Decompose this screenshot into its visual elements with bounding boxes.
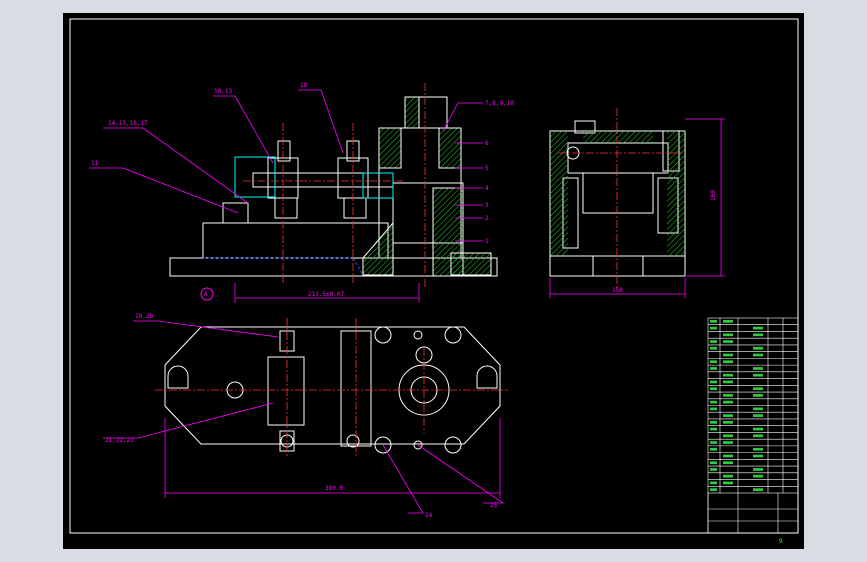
title-block-cell-mark bbox=[723, 474, 733, 478]
title-block-cell-mark bbox=[753, 427, 763, 431]
side-view-center-lines bbox=[558, 108, 683, 288]
top-dim-length: 380.0 bbox=[325, 485, 343, 492]
datum-label: A bbox=[204, 291, 208, 298]
title-block-cell-mark bbox=[710, 420, 717, 424]
callout-19-20: 19,20 bbox=[135, 313, 153, 320]
title-block-cell-mark bbox=[753, 447, 763, 451]
title-block-cell-mark bbox=[710, 488, 717, 491]
callout-24: 24 bbox=[425, 512, 433, 519]
title-block-cell-mark bbox=[723, 353, 733, 357]
front-view-leaders bbox=[89, 89, 483, 303]
title-block-cell-mark bbox=[710, 447, 717, 451]
title-block-cell-mark bbox=[723, 454, 733, 458]
title-block-cell-mark bbox=[723, 320, 733, 323]
title-block-cell-mark bbox=[753, 488, 763, 491]
side-view-hatch bbox=[550, 131, 685, 256]
title-block-cell-mark bbox=[710, 326, 717, 330]
title-block-cell-mark bbox=[753, 373, 763, 377]
cad-viewport[interactable]: A 14,15,16,17 10,13 18 7,8,9,10 11 6 5 4… bbox=[63, 13, 804, 549]
callout-10-13: 10,13 bbox=[214, 88, 232, 95]
title-block-cell-mark bbox=[710, 387, 717, 391]
title-block-cell-mark bbox=[710, 407, 717, 411]
front-view-center-lines bbox=[243, 83, 426, 288]
title-block-cell-mark bbox=[753, 333, 763, 337]
title-block-cell-mark bbox=[723, 441, 733, 444]
title-block-cell-mark bbox=[723, 360, 733, 364]
title-block-cell-mark bbox=[753, 387, 763, 391]
title-block-cell-mark bbox=[710, 346, 717, 350]
callout-11: 11 bbox=[91, 160, 99, 167]
title-block-cell-mark bbox=[753, 434, 763, 438]
callout-25: 25 bbox=[490, 502, 498, 509]
front-view-callout-labels: 14,15,16,17 10,13 18 7,8,9,10 11 6 5 4 3… bbox=[91, 82, 514, 298]
title-block-marks bbox=[710, 320, 763, 491]
title-block-cell-mark bbox=[723, 414, 733, 417]
datum-circle bbox=[200, 287, 214, 301]
callout-2: 2 bbox=[485, 215, 489, 222]
title-block-cell-mark bbox=[710, 400, 717, 404]
title-block-cell-mark bbox=[710, 360, 717, 364]
title-block-cell-mark bbox=[710, 380, 717, 384]
title-block-cell-mark bbox=[753, 367, 763, 370]
title-block-cell-mark bbox=[710, 461, 717, 465]
title-block-cell-mark bbox=[753, 326, 763, 330]
front-dim-length: 213.5±0.07 bbox=[308, 291, 345, 298]
callout-4: 4 bbox=[485, 185, 489, 192]
callout-14-17: 14,15,16,17 bbox=[108, 120, 148, 127]
title-block-cell-mark bbox=[723, 333, 733, 337]
callout-1: 1 bbox=[485, 238, 489, 245]
title-block-cell-mark bbox=[710, 367, 717, 370]
title-block-cell-mark bbox=[753, 353, 763, 357]
front-view bbox=[169, 96, 498, 277]
title-block-cell-mark bbox=[723, 340, 733, 343]
title-block-cell-mark bbox=[723, 394, 733, 397]
title-block-cell-mark bbox=[723, 420, 733, 424]
sheet-label: 9 bbox=[779, 538, 783, 545]
title-block-cell-mark bbox=[753, 346, 763, 350]
title-block-cell-mark bbox=[753, 474, 763, 478]
title-block-cell-mark bbox=[723, 434, 733, 438]
title-block-cell-mark bbox=[753, 414, 763, 417]
title-block-cell-mark bbox=[710, 340, 717, 343]
callout-5: 5 bbox=[485, 165, 489, 172]
title-block-cell-mark bbox=[753, 468, 763, 471]
title-block bbox=[707, 317, 799, 534]
title-block-cell-mark bbox=[753, 407, 763, 411]
title-block-cell-mark bbox=[710, 481, 717, 485]
assembly-drawing: A 14,15,16,17 10,13 18 7,8,9,10 11 6 5 4… bbox=[69, 18, 799, 545]
callout-6: 6 bbox=[485, 140, 489, 147]
callout-18: 18 bbox=[300, 82, 308, 89]
title-block-cell-mark bbox=[723, 400, 733, 404]
title-block-cell-mark bbox=[723, 481, 733, 485]
title-block-cell-mark bbox=[723, 380, 733, 384]
title-block-cell-mark bbox=[723, 373, 733, 377]
top-view-callout-labels: 19,20 21,22,23 24 25 380.0 bbox=[105, 313, 498, 519]
side-dim-height: 160 bbox=[710, 190, 717, 201]
front-view-hidden-line bbox=[203, 257, 364, 276]
top-view-leaders bbox=[103, 320, 505, 514]
title-block-cell-mark bbox=[710, 320, 717, 323]
title-block-cell-mark bbox=[710, 468, 717, 471]
callout-21-23: 21,22,23 bbox=[105, 437, 134, 444]
title-block-cell-mark bbox=[723, 461, 733, 465]
drawing-frame bbox=[69, 18, 799, 534]
callout-7-10: 7,8,9,10 bbox=[485, 100, 514, 107]
side-dim-width: 150 bbox=[612, 287, 623, 294]
top-view-center-lines bbox=[155, 318, 508, 458]
title-block-cell-mark bbox=[753, 454, 763, 458]
title-block-cell-mark bbox=[710, 441, 717, 444]
title-block-cell-mark bbox=[753, 394, 763, 397]
side-view bbox=[549, 120, 686, 277]
callout-3: 3 bbox=[485, 202, 489, 209]
front-view-cyan-part bbox=[234, 156, 394, 199]
side-view-dimensions bbox=[549, 118, 725, 298]
title-block-cell-mark bbox=[710, 427, 717, 431]
